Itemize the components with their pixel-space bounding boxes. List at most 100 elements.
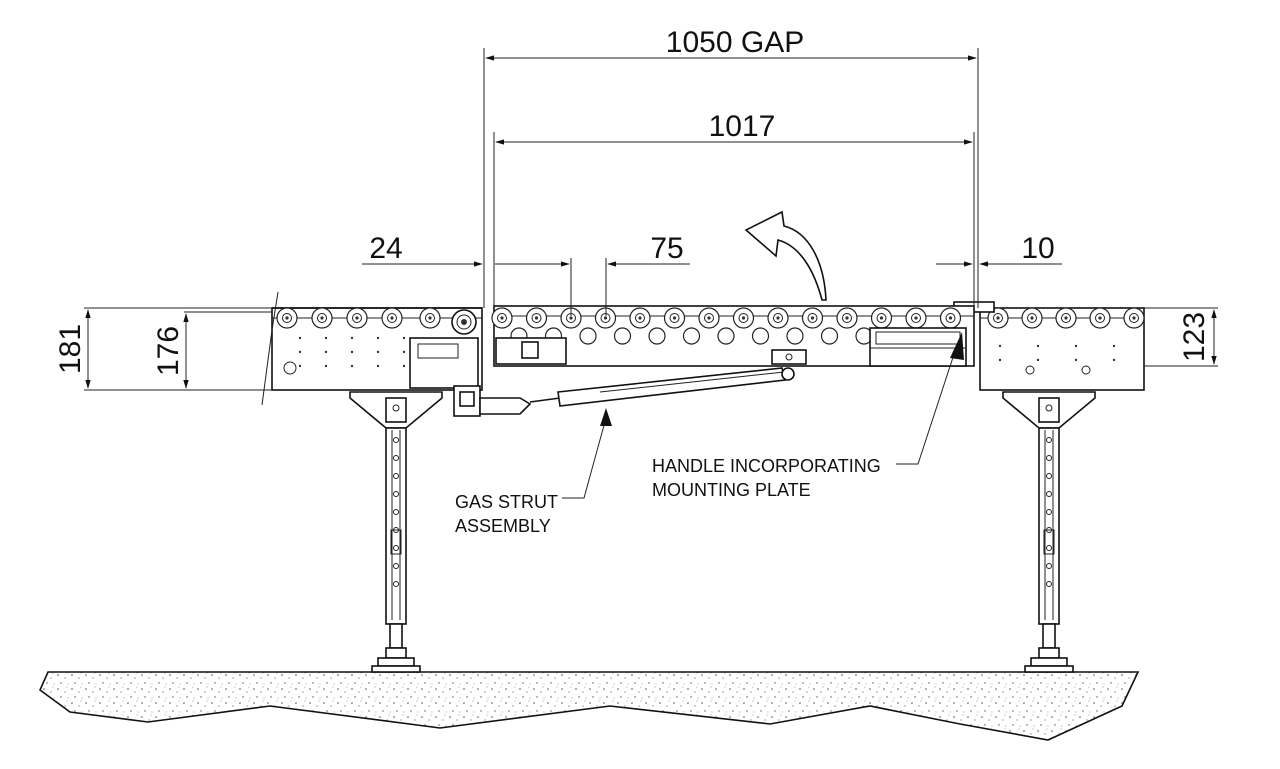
rivet (1112, 358, 1116, 362)
rivet (376, 336, 380, 340)
leg-screw (389, 623, 403, 649)
rivet (402, 336, 406, 340)
leg-hole (1046, 491, 1052, 497)
rivet (298, 350, 302, 354)
rivet (324, 336, 328, 340)
rivet (1074, 344, 1078, 348)
return-roller (682, 327, 701, 345)
leg-foot (377, 657, 415, 667)
rivet (998, 344, 1002, 348)
roller-axle (810, 316, 815, 320)
roller-axle (707, 316, 711, 320)
rivet (402, 350, 406, 354)
left-fixed-conveyor (261, 291, 483, 406)
leg-hole (1046, 563, 1052, 569)
leg-hole (393, 563, 399, 569)
rivet (350, 364, 354, 368)
leg-hole (1046, 455, 1052, 461)
leg-hole (1046, 437, 1052, 443)
leg-screw (1042, 623, 1056, 649)
return-roller (786, 327, 804, 345)
roller-axle (879, 316, 884, 320)
return-roller (613, 327, 632, 345)
roller-axle (569, 316, 573, 320)
left-support-leg (349, 391, 443, 673)
handle-label-line2: MOUNTING PLATE (652, 480, 811, 500)
roller-axle (672, 316, 677, 320)
roller-axle (948, 316, 953, 320)
roller-axle (996, 316, 1000, 320)
dim-left-offset: 24 (369, 232, 402, 265)
right-support-leg (1002, 391, 1096, 673)
rivet (298, 364, 302, 368)
rivet (376, 364, 380, 368)
return-roller (579, 327, 597, 345)
rivet (298, 336, 302, 340)
leg-hole (393, 545, 399, 551)
dim-height-outer: 181 (54, 324, 87, 374)
roller-axle (320, 316, 324, 320)
leg-hole (393, 491, 399, 497)
return-roller (648, 327, 666, 345)
roller-axle (638, 316, 642, 320)
return-roller (751, 327, 770, 345)
leg-hole (393, 581, 399, 587)
leg-hole (1046, 509, 1052, 515)
roller-axle (1064, 316, 1068, 320)
dim-gap-overall: 1050 GAP (666, 26, 804, 59)
roller-axle (534, 316, 539, 320)
handle-label-line1: HANDLE INCORPORATING (652, 456, 881, 476)
leg-hole (1046, 581, 1052, 587)
rivet (350, 350, 354, 354)
gas-strut-label-line2: ASSEMBLY (455, 516, 551, 536)
return-roller (717, 327, 735, 345)
rivet (324, 350, 328, 354)
rivet (998, 358, 1002, 362)
leg-clamp (390, 529, 402, 555)
rivet (1036, 358, 1040, 362)
leg-hole (1046, 473, 1052, 479)
roller-axle (285, 316, 289, 320)
roller-axle (390, 316, 394, 320)
gas-strut-label-line1: GAS STRUT (455, 492, 558, 512)
rivet (376, 350, 380, 354)
rivet (402, 364, 406, 368)
rivet (1112, 344, 1116, 348)
right-fixed-conveyor (953, 301, 1145, 391)
dim-height-inner: 176 (152, 326, 185, 376)
roller-axle (776, 316, 780, 320)
gate-section (491, 305, 975, 367)
rivet (324, 364, 328, 368)
roller-axle (845, 316, 849, 320)
leg-bolt (392, 404, 400, 412)
dim-inner-span: 1017 (709, 110, 776, 143)
dim-height-right: 123 (1178, 312, 1211, 362)
leg-hole (393, 509, 399, 515)
leg-bolt (1045, 404, 1053, 412)
roller-axle (1132, 316, 1136, 320)
roller-axle (428, 316, 432, 320)
leg-nut (385, 647, 407, 659)
leg-hole (393, 437, 399, 443)
leg-hole (393, 455, 399, 461)
leg-base (371, 665, 421, 673)
leg-foot (1030, 657, 1068, 667)
rivet (1036, 344, 1040, 348)
leg-hole (393, 473, 399, 479)
roller-axle (500, 316, 504, 320)
leg-nut (1038, 647, 1060, 659)
concrete-floor (39, 671, 1140, 741)
roller-axle (603, 316, 608, 320)
leg-base (1024, 665, 1074, 673)
dim-right-offset: 10 (1021, 232, 1054, 265)
rivet (1074, 358, 1078, 362)
roller-axle (355, 316, 359, 320)
dim-roller-pitch: 75 (650, 232, 683, 265)
gas-strut (479, 367, 795, 415)
leg-hole (1046, 545, 1052, 551)
rotation-arrow-icon (744, 210, 827, 301)
roller-axle (1098, 316, 1102, 320)
leader-lines (562, 332, 964, 499)
leg-clamp (1043, 529, 1055, 555)
